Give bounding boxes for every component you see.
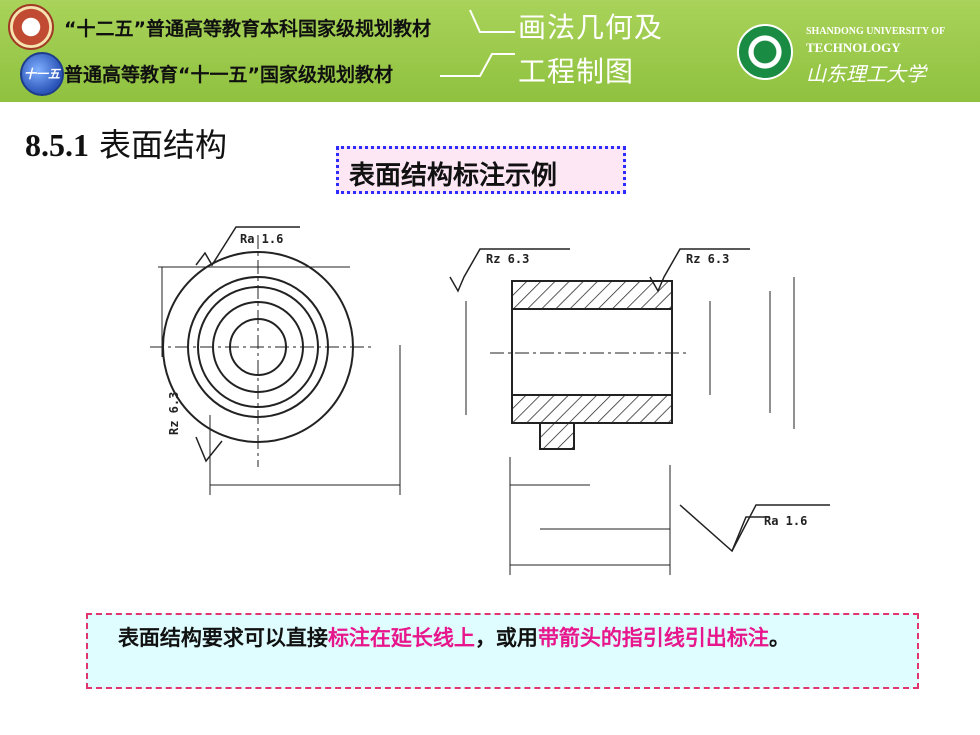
university-name-en-1: SHANDONG UNIVERSITY OF (806, 26, 946, 37)
university-name-en-2: TECHNOLOGY (806, 40, 901, 55)
roughness-label: Ra 1.6 (240, 232, 283, 246)
roughness-symbol (449, 248, 830, 553)
series-info: “十二五”普通高等教育本科国家级规划教材 十一五 普通高等教育“十一五”国家级规… (0, 0, 470, 102)
roughness-label: Rz 6.3 (686, 252, 729, 266)
series-line-1: “十二五”普通高等教育本科国家级规划教材 (64, 18, 431, 40)
example-label: 表面结构标注示例 (349, 161, 558, 191)
note-highlight-2: 带箭头的指引线引出标注 (537, 626, 769, 650)
university-seal-icon (737, 24, 793, 80)
section-name: 表面结构 (99, 126, 228, 164)
course-title-line-2: 工程制图 (518, 55, 635, 88)
course-title: 画法几何及 工程制图 (485, 0, 680, 102)
section-number: 8.5.1 (25, 127, 89, 163)
note-part-3: ，或用 (474, 626, 538, 650)
series-line-2: 普通高等教育“十一五”国家级规划教材 (64, 64, 393, 86)
note-box: 表面结构要求可以直接标注在延长线上，或用带箭头的指引线引出标注。 (86, 613, 919, 689)
section-title: 8.5.1 表面结构 (25, 120, 227, 166)
textbook-logo-icon (8, 4, 54, 50)
eleventh-five-logo-icon: 十一五 (20, 52, 64, 96)
roughness-label: Rz 6.3 (486, 252, 529, 266)
example-label-box: 表面结构标注示例 (336, 146, 626, 194)
roughness-label: Rz 6.3 (167, 392, 181, 435)
roughness-symbol (195, 226, 300, 463)
section-view (465, 277, 795, 575)
header-divider-lines (440, 9, 515, 77)
university-brand: SHANDONG UNIVERSITY OF TECHNOLOGY 山东理工大学 (685, 0, 980, 102)
roughness-label: Ra 1.6 (764, 514, 807, 528)
front-view (150, 235, 401, 495)
header-banner: “十二五”普通高等教育本科国家级规划教材 十一五 普通高等教育“十一五”国家级规… (0, 0, 980, 102)
note-text: 表面结构要求可以直接标注在延长线上，或用带箭头的指引线引出标注。 (96, 623, 911, 654)
course-title-line-1: 画法几何及 (518, 11, 664, 44)
note-highlight-1: 标注在延长线上 (327, 626, 475, 650)
university-name-cn: 山东理工大学 (806, 62, 926, 86)
note-part-1: 表面结构要求可以直接 (117, 626, 328, 650)
engineering-drawing: Ra 1.6 Rz 6.3 Rz 6.3 Rz 6.3 Ra 1.6 (150, 226, 830, 575)
note-part-5: 。 (768, 626, 790, 650)
